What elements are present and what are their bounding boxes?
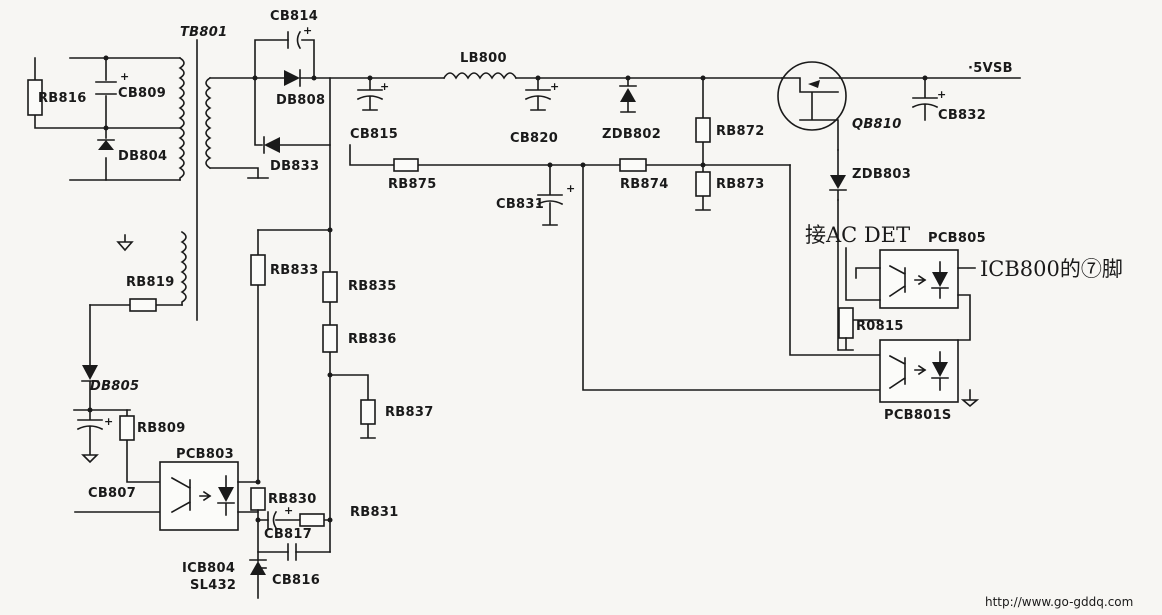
svg-text:+: + xyxy=(303,24,312,37)
regulator-network xyxy=(249,227,376,599)
label-cb817: CB817 xyxy=(264,527,312,542)
label-icb804: ICB804 xyxy=(182,561,235,576)
label-rb835: RB835 xyxy=(348,279,397,294)
label-rb872: RB872 xyxy=(716,124,765,139)
svg-text:+: + xyxy=(566,182,575,195)
label-rb809: RB809 xyxy=(137,421,186,436)
svg-text:+: + xyxy=(937,88,946,101)
label-db833: DB833 xyxy=(270,159,319,174)
pcb801s-optocoupler xyxy=(837,199,980,408)
label-cb809: CB809 xyxy=(118,86,166,101)
label-rb833: RB833 xyxy=(270,263,319,278)
label-rb875: RB875 xyxy=(388,177,437,192)
label-cb814: CB814 xyxy=(270,9,318,24)
footer-url: http://www.go-gddq.com xyxy=(985,595,1133,609)
label-5vsb: ·5VSB xyxy=(968,61,1013,76)
rb819-branch xyxy=(73,230,187,513)
pcb803-optocoupler xyxy=(159,461,259,531)
label-db804: DB804 xyxy=(118,149,167,164)
feedback-row xyxy=(349,144,881,391)
svg-text:+: + xyxy=(284,504,293,517)
label-tb801: TB801 xyxy=(180,25,227,40)
label-zdb802: ZDB802 xyxy=(602,127,661,142)
label-rb874: RB874 xyxy=(620,177,669,192)
label-sl432: SL432 xyxy=(190,578,236,593)
label-cb820: CB820 xyxy=(510,131,558,146)
label-cb832: CB832 xyxy=(938,108,986,123)
svg-text:+: + xyxy=(104,415,113,428)
label-pcb803: PCB803 xyxy=(176,447,234,462)
label-rb836: RB836 xyxy=(348,332,397,347)
label-rb873: RB873 xyxy=(716,177,765,192)
pcb805-optocoupler xyxy=(845,247,976,341)
polarity-marks: + + + + + + + + xyxy=(104,24,946,517)
svg-text:+: + xyxy=(380,80,389,93)
label-cb831: CB831 xyxy=(496,197,544,212)
label-lb800: LB800 xyxy=(460,51,507,66)
label-pcb805: PCB805 xyxy=(928,231,986,246)
main-rail xyxy=(313,61,1021,211)
label-qb810: QB810 xyxy=(852,117,902,132)
label-pcb801s: PCB801S xyxy=(884,408,952,423)
label-r0815: R0815 xyxy=(856,319,904,334)
label-db805: DB805 xyxy=(90,379,139,394)
label-rb816: RB816 xyxy=(38,91,87,106)
label-db808: DB808 xyxy=(276,93,325,108)
svg-text:+: + xyxy=(120,70,129,83)
label-rb819: RB819 xyxy=(126,275,175,290)
label-rb830: RB830 xyxy=(268,492,317,507)
primary-side-network xyxy=(27,55,185,181)
label-ac-det: 接AC DET xyxy=(805,223,910,247)
label-rb831: RB831 xyxy=(350,505,399,520)
label-rb837: RB837 xyxy=(385,405,434,420)
label-icb800-pin7: ICB800的⑦脚 xyxy=(980,257,1123,281)
qb810-transistor-circle xyxy=(777,61,847,131)
label-cb807: CB807 xyxy=(88,486,136,501)
label-zdb803: ZDB803 xyxy=(852,167,911,182)
label-cb816: CB816 xyxy=(272,573,320,588)
svg-text:+: + xyxy=(550,80,559,93)
label-cb815: CB815 xyxy=(350,127,398,142)
secondary-side xyxy=(205,30,331,231)
